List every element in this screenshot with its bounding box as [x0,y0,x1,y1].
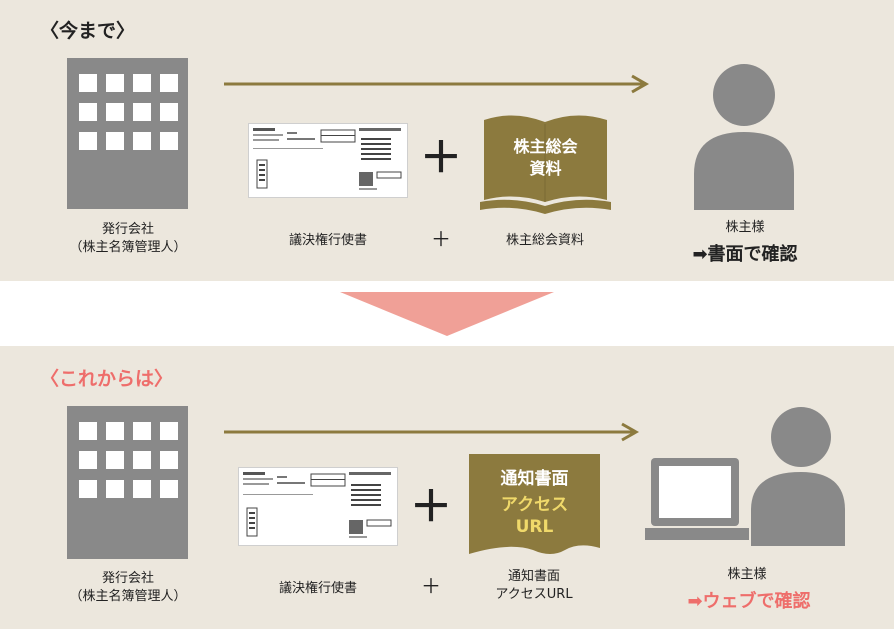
before-heading: 〈今まで〉 [40,20,136,42]
issuer-label-line2: （株主名簿管理人） [69,589,187,604]
notice-label: 通知書面 アクセスURL [474,568,594,604]
issuer-label: 発行会社 （株主名簿管理人） [58,221,198,257]
materials-label: 株主総会資料 [505,233,584,248]
confirm-web-text: ➡ウェブで確認 [687,591,811,612]
after-panel: 〈これからは〉 発行会社 （株主名簿管理人） [0,346,894,629]
book-title-line2: 資料 [529,159,562,178]
notice-line1: アクセス [500,495,569,515]
person-icon [694,64,794,210]
issuer-label: 発行会社 （株主名簿管理人） [58,570,198,606]
shareholder-label: 株主様 [727,567,767,582]
proxy-form-label: 議決権行使書 [288,233,367,248]
proxy-form-label: 議決権行使書 [278,581,357,596]
plus-small-icon: ＋ [431,227,451,251]
shareholder-label: 株主様 [725,220,765,235]
plus-icon: ＋ [420,133,463,182]
book-title: 株主総会 資料 [480,136,611,180]
notice-label-line1: 通知書面 [507,569,560,584]
arrow-icon [224,74,650,94]
laptop-person-icon [645,407,845,546]
notice-line2: URL [515,517,554,537]
notice-title: 通知書面 [500,469,569,489]
building-icon [67,58,188,209]
before-panel: 〈今まで〉 発行会社 （株主名簿管理人） [0,0,894,281]
issuer-label-line2: （株主名簿管理人） [69,240,187,255]
proxy-form-icon [238,467,398,546]
issuer-label-line1: 発行会社 [101,222,154,237]
notice-document-icon [469,454,600,554]
plus-icon: ＋ [410,482,453,531]
plus-small-icon: ＋ [421,574,441,598]
down-arrow-icon [340,292,554,336]
building-icon [67,406,188,559]
issuer-label-line1: 発行会社 [101,571,154,586]
notice-access-url: アクセス URL [469,494,600,538]
proxy-form-icon [248,123,408,198]
book-title-line1: 株主総会 [513,137,578,156]
notice-label-line2: アクセスURL [495,587,573,602]
after-heading: 〈これからは〉 [40,368,174,390]
arrow-icon [224,422,640,442]
book-icon [480,115,611,214]
confirm-paper-text: ➡書面で確認 [692,244,798,265]
